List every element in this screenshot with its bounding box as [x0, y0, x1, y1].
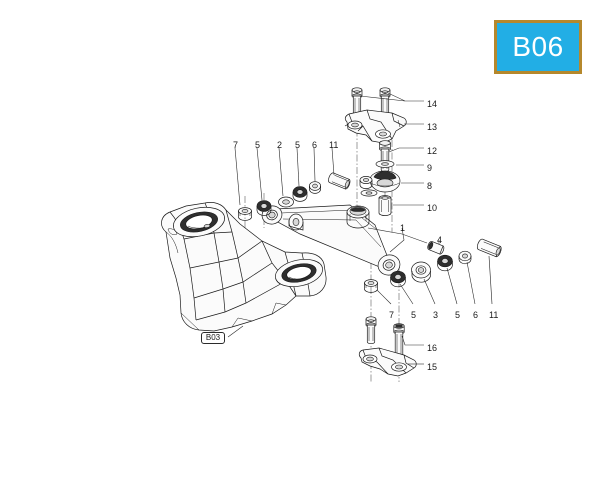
part-6-lower-washer	[458, 250, 472, 265]
callout-16[interactable]: 16	[427, 343, 438, 353]
part-3-rod-eye	[411, 261, 431, 283]
bushing-10	[378, 195, 392, 216]
tie-rod-1	[261, 204, 401, 276]
frame-left-bore	[173, 206, 225, 238]
callout-13[interactable]: 13	[427, 122, 438, 132]
part-5-lower-bushing	[390, 270, 406, 288]
lower-bracket-assembly	[358, 316, 417, 377]
frame-right-bore	[275, 258, 323, 288]
callout-5-upper-b[interactable]: 5	[295, 140, 301, 150]
frame-casting	[161, 202, 327, 332]
callout-14[interactable]: 14	[427, 99, 438, 109]
upper-joint-stack	[359, 140, 401, 216]
callout-5-lower-a[interactable]: 5	[411, 310, 417, 320]
part-5-lower-washer	[437, 254, 453, 272]
callout-7-lower[interactable]: 7	[389, 310, 395, 320]
upper-hardware-row	[238, 172, 351, 221]
part-5-upper-bushing	[256, 200, 272, 216]
part-2-rod-end	[278, 196, 294, 208]
tie-rod-collar	[288, 213, 304, 231]
bracket-13	[344, 109, 407, 144]
bolt-14-left	[351, 87, 363, 116]
callout-1[interactable]: 1	[400, 223, 406, 233]
callout-5-upper-a[interactable]: 5	[255, 140, 261, 150]
part-7-lower-nut	[364, 279, 378, 293]
leader-lines	[227, 92, 493, 365]
callout-4[interactable]: 4	[437, 235, 443, 245]
washer-9-upper	[375, 160, 395, 168]
callout-10[interactable]: 10	[427, 203, 438, 213]
callout-11-lower[interactable]: 11	[489, 310, 499, 320]
washer-9-lower	[360, 189, 378, 197]
callout-11-upper[interactable]: 11	[329, 140, 339, 150]
callout-3[interactable]: 3	[433, 310, 439, 320]
bracket-15	[358, 347, 417, 377]
callout-6-lower[interactable]: 6	[473, 310, 479, 320]
part-6-upper-washer	[309, 181, 321, 194]
callout-15[interactable]: 15	[427, 362, 438, 372]
callout-6-upper[interactable]: 6	[312, 140, 318, 150]
bolt-16-right	[393, 323, 405, 358]
spherical-joint-8	[359, 170, 401, 193]
callout-8[interactable]: 8	[427, 181, 433, 191]
tie-rod-upper-boss	[346, 205, 370, 229]
bolt-16-left	[365, 316, 377, 345]
upper-bracket-assembly	[344, 87, 407, 144]
callout-2[interactable]: 2	[277, 140, 283, 150]
reference-tag-b03[interactable]: B03	[201, 332, 225, 344]
tie-rod-right-eye	[377, 254, 401, 276]
callout-5-lower-b[interactable]: 5	[455, 310, 461, 320]
part-5-upper-washer	[292, 186, 308, 202]
lower-hardware-row	[364, 238, 502, 293]
callout-7-upper[interactable]: 7	[233, 140, 239, 150]
part-11-upper-bolt	[328, 172, 351, 190]
section-badge: B06	[494, 20, 582, 74]
part-4-bolt	[427, 241, 445, 255]
callout-9[interactable]: 9	[427, 163, 433, 173]
part-7-upper-nut	[238, 207, 252, 221]
callout-12[interactable]: 12	[427, 146, 438, 156]
part-11-lower-bolt	[477, 238, 502, 258]
